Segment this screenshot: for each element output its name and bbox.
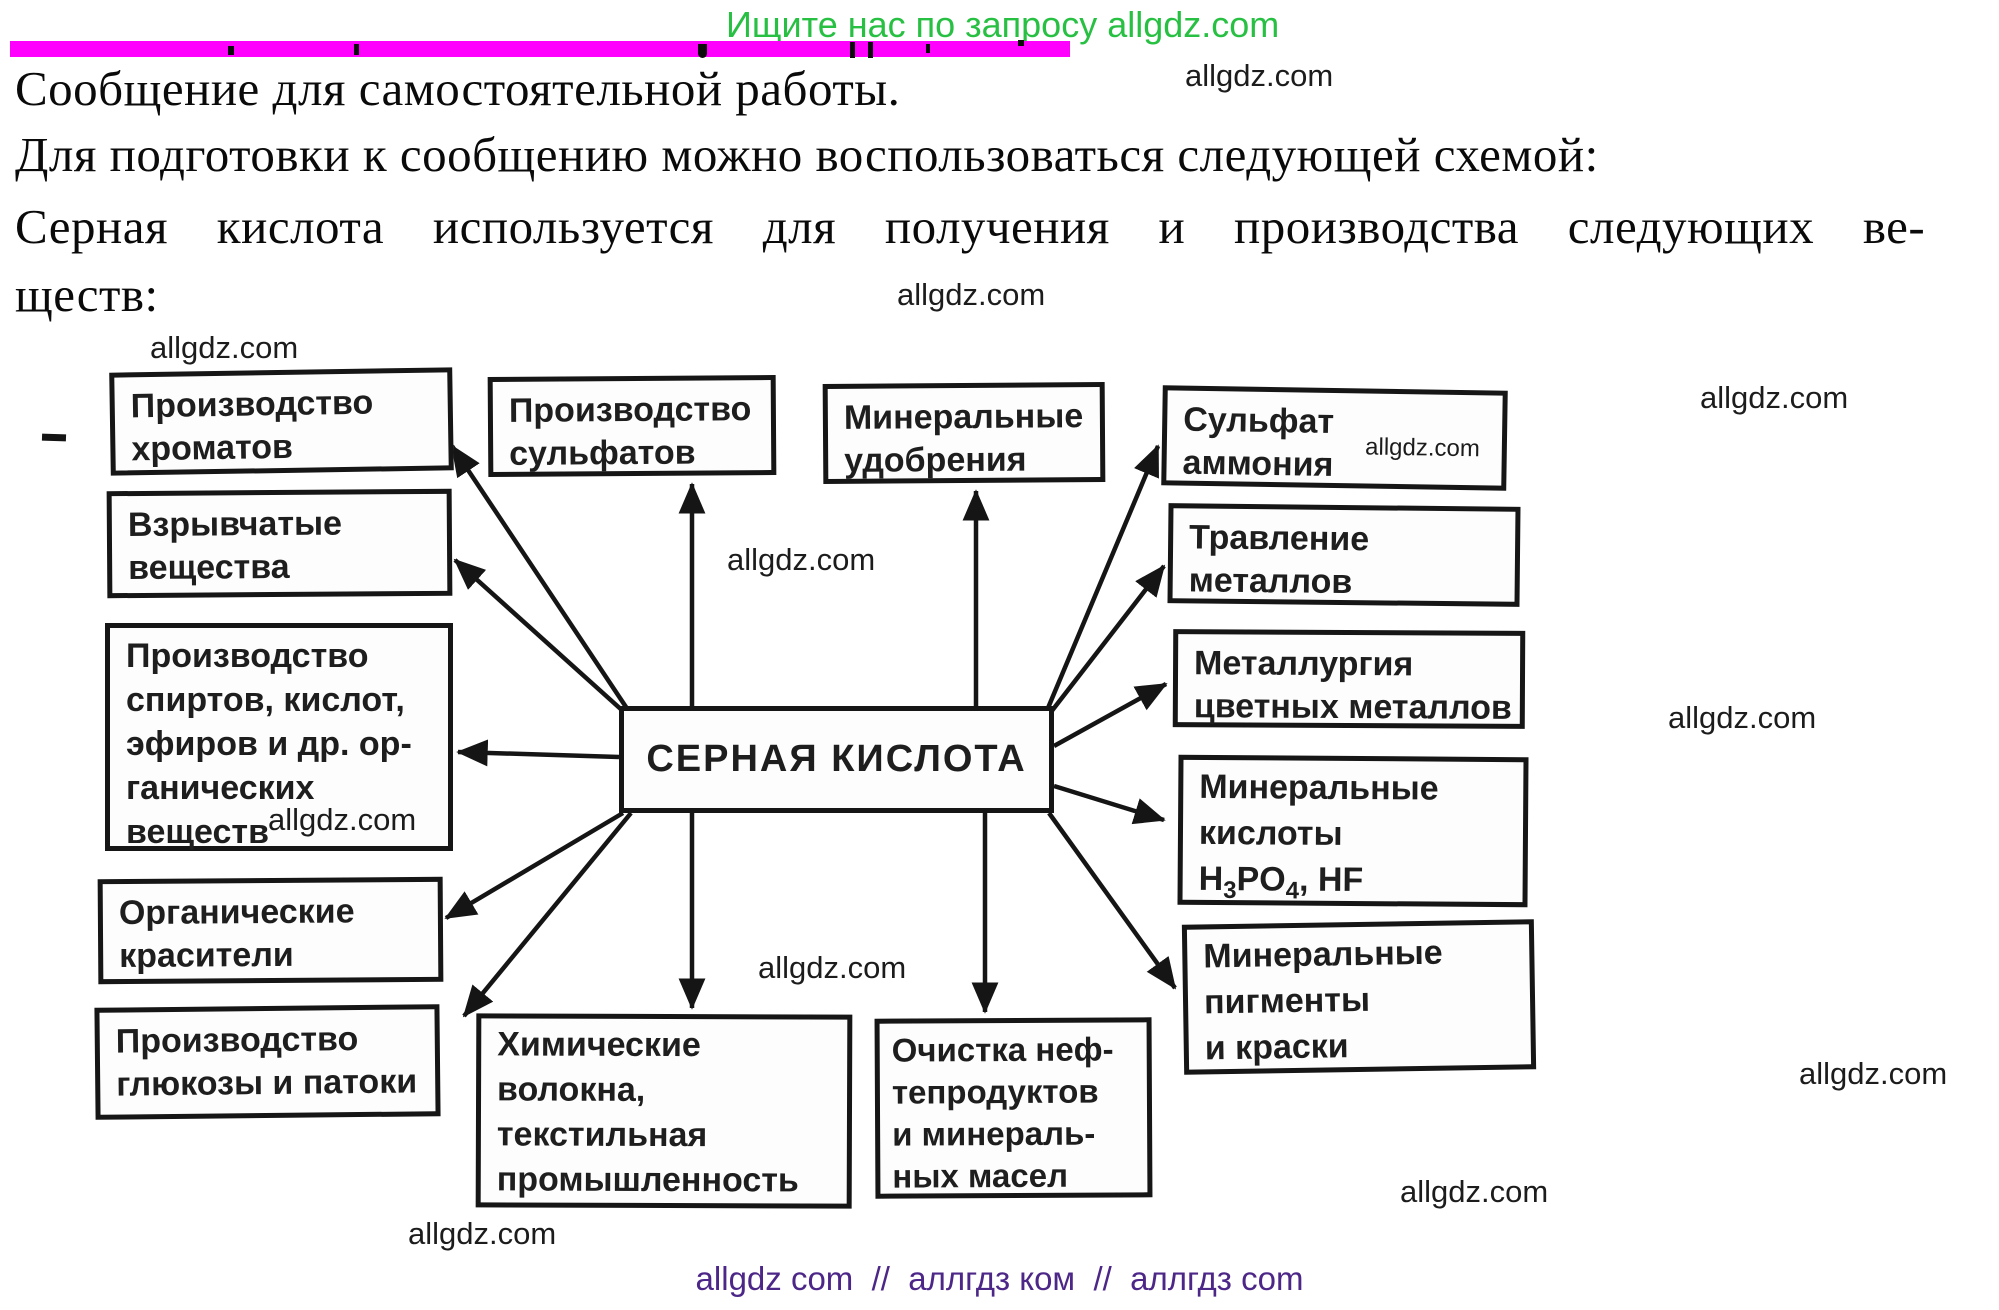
highlight-ink-remnant: [228, 46, 234, 55]
box-line: пигменты: [1203, 980, 1371, 1022]
box-explosives: Взрывчатые вещества: [106, 488, 453, 599]
box-line: Травление: [1188, 518, 1370, 559]
box-line: волокна,: [497, 1070, 646, 1109]
arrow-to-glucose: [462, 811, 633, 1018]
box-chemical-fibers-textile-industry: Химические волокна, текстильная промышле…: [475, 1013, 853, 1209]
box-metal-etching: Травление металлов: [1167, 503, 1521, 607]
highlight-ink-remnant: [868, 42, 873, 58]
watermark: allgdz.com: [1400, 1174, 1549, 1209]
box-line: эфиров и др. ор-: [126, 725, 412, 763]
highlight-ink-remnant: [698, 44, 707, 58]
box-line: удобрения: [844, 440, 1027, 480]
watermark: allgdz.com: [268, 802, 417, 837]
box-mineral-pigments-and-paints: Минеральные пигменты и краски: [1181, 919, 1537, 1075]
box-line: ганических: [126, 769, 315, 807]
box-line: и минераль-: [892, 1114, 1096, 1153]
box-line: Минеральные: [1199, 767, 1439, 808]
box-line: кислоты: [1198, 813, 1343, 853]
formula-part: PO: [1236, 860, 1286, 899]
box-line: Взрывчатые: [127, 504, 343, 545]
arrow-to-ammonium: [1045, 444, 1161, 709]
formula-subscript: 3: [1223, 876, 1237, 904]
box-line: глюкозы и патоки: [116, 1062, 418, 1104]
highlight-ink-remnant: [926, 44, 930, 53]
highlight-ink-remnant: [354, 44, 359, 55]
box-production-of-sulfates: Производство сульфатов: [487, 374, 777, 478]
box-sulfuric-acid-central: СЕРНАЯ КИСЛОТА: [619, 706, 1054, 813]
box-line: Очистка неф-: [891, 1030, 1114, 1069]
watermark: allgdz.com: [408, 1216, 557, 1251]
watermark: allgdz.com: [727, 542, 876, 577]
formula-part: , HF: [1298, 860, 1364, 900]
arrow-to-chromates: [450, 444, 630, 712]
box-line: Производство: [130, 383, 374, 426]
box-glucose-and-molasses-production: Производство глюкозы и патоки: [94, 1004, 441, 1120]
arrow-to-acids: [1053, 783, 1166, 825]
footer-site-line: allgdz com // аллгдз ком // аллгдз com: [695, 1260, 1304, 1297]
box-line: тепродуктов: [891, 1072, 1099, 1111]
box-organic-substances-production: Производство спиртов, кислот, эфиров и д…: [105, 623, 453, 851]
watermark: allgdz.com: [1799, 1056, 1948, 1091]
box-line: веществ: [126, 813, 269, 851]
highlight-ink-remnant: [1018, 40, 1024, 46]
box-petroleum-products-purification: Очистка неф- тепродуктов и минераль- ных…: [874, 1017, 1153, 1199]
arrow-to-alcohols: [456, 739, 620, 767]
arrow-to-pigments: [1047, 811, 1177, 990]
box-line: и краски: [1204, 1027, 1349, 1068]
watermark: allgdz.com: [1668, 700, 1817, 735]
scan-artifact-dash: [41, 433, 67, 442]
box-line: Производство: [126, 637, 369, 675]
box-line: хроматов: [131, 427, 294, 469]
box-line: цветных металлов: [1193, 687, 1512, 727]
arrow-to-metallurgy: [1052, 682, 1168, 748]
box-ammonium-sulfate: Сульфат аммония allgdz.com: [1161, 385, 1508, 491]
box-line: текстильная: [496, 1115, 708, 1155]
watermark: allgdz.com: [150, 330, 299, 365]
box-non-ferrous-metallurgy: Металлургия цветных металлов: [1172, 629, 1526, 729]
highlight-ink-remnant: [850, 42, 855, 58]
box-line: сульфатов: [509, 433, 696, 473]
box-line: спиртов, кислот,: [126, 681, 405, 719]
box-line: Металлургия: [1193, 644, 1414, 684]
arrow-to-etching: [1049, 564, 1166, 714]
watermark: allgdz.com: [758, 950, 907, 985]
central-label: СЕРНАЯ КИСЛОТА: [646, 738, 1027, 780]
watermark: allgdz.com: [1185, 58, 1334, 93]
box-line: Производство: [508, 390, 752, 430]
box-mineral-acids: Минеральные кислоты H3PO4, HF: [1177, 754, 1529, 908]
box-line: ных масел: [892, 1156, 1069, 1195]
magenta-highlight-bar: [10, 41, 1070, 57]
box-production-of-chromates: Производство хроматов: [109, 367, 454, 476]
box-line: промышленность: [496, 1160, 799, 1200]
box-line: Органические: [118, 892, 355, 933]
arrow-to-dyes: [444, 811, 625, 920]
arrow-to-explosives: [453, 558, 626, 714]
paragraph-line: Для подготовки к сообщению можно восполь…: [15, 127, 1599, 182]
watermark: allgdz.com: [1364, 433, 1481, 463]
watermark: allgdz.com: [1700, 380, 1849, 415]
box-line: Минеральные: [843, 397, 1084, 437]
box-mineral-fertilizers: Минеральные удобрения: [822, 382, 1106, 484]
box-organic-dyes: Органические красители: [97, 876, 444, 985]
box-line: Производство: [115, 1020, 359, 1061]
box-line: Химические: [497, 1025, 701, 1065]
promo-line: Ищите нас по запросу allgdz.com: [726, 4, 1280, 45]
watermark: allgdz.com: [897, 277, 1046, 312]
paragraph-line: ществ:: [15, 267, 159, 322]
box-line: красители: [119, 935, 294, 976]
box-line-formula: H3PO4, HF: [1198, 856, 1512, 916]
paragraph-line: Серная кислота используется для получени…: [15, 199, 1926, 254]
box-line: металлов: [1188, 561, 1353, 602]
box-line: вещества: [128, 547, 290, 588]
formula-subscript: 4: [1285, 877, 1300, 905]
formula-part: H: [1198, 859, 1224, 899]
box-line: Минеральные: [1203, 933, 1443, 976]
paragraph-line: Сообщение для самостоятельной работы.: [15, 61, 901, 116]
